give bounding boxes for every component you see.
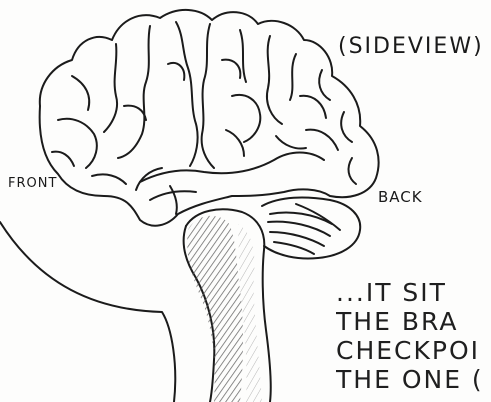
cerebrum-outline: [40, 10, 379, 226]
head-outline: [0, 222, 175, 402]
brainstem-shading: [187, 216, 243, 402]
back-label: BACK: [378, 188, 423, 206]
sideview-label: (SIDEVIEW): [338, 34, 484, 59]
lateral-fissure: [140, 153, 324, 183]
caption-line: ...IT SIT: [336, 278, 491, 307]
caption-line: THE BRA: [336, 307, 491, 336]
caption-line: CHECKPOI: [336, 336, 491, 365]
caption-line: THE ONE (: [336, 365, 491, 394]
handwritten-caption: ...IT SIT THE BRA CHECKPOI THE ONE (: [336, 278, 491, 394]
front-label: FRONT: [8, 176, 57, 191]
